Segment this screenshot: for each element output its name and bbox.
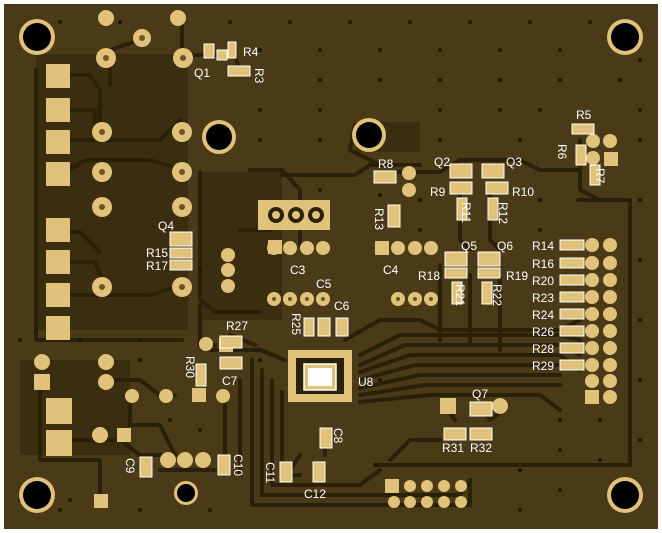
label-c8: C8	[331, 428, 345, 444]
label-r17: R17	[146, 259, 168, 273]
label-c11: C11	[263, 462, 277, 483]
mounting-holes	[19, 19, 643, 513]
ic-u8	[288, 350, 352, 402]
label-r10: R10	[512, 185, 534, 199]
label-r22: R22	[490, 284, 504, 306]
label-c3: C3	[290, 263, 306, 277]
traces	[34, 18, 632, 507]
label-r3: R3	[252, 68, 266, 84]
label-r28: R28	[532, 342, 554, 356]
label-c4: C4	[383, 263, 399, 277]
label-q4: Q4	[158, 219, 174, 233]
label-u8: U8	[358, 375, 374, 389]
label-q3: Q3	[506, 155, 522, 169]
label-r16: R16	[532, 257, 554, 271]
silk-labels: Q1 R4 R3 R5 R6 R7 R8 Q2 Q3 R9 R10 R11 R1…	[123, 45, 607, 501]
label-q6: Q6	[497, 239, 513, 253]
label-q1: Q1	[194, 66, 210, 80]
label-r27: R27	[226, 319, 248, 333]
label-r23: R23	[532, 291, 554, 305]
label-r14: R14	[532, 239, 554, 253]
label-r30: R30	[183, 356, 197, 378]
label-r26: R26	[532, 325, 554, 339]
label-r29: R29	[532, 359, 554, 373]
connector-3pin	[258, 200, 330, 230]
label-r7: R7	[593, 168, 607, 184]
label-c5: C5	[316, 277, 332, 291]
label-r31: R31	[442, 441, 464, 455]
label-c6: C6	[334, 299, 350, 313]
label-r8: R8	[378, 157, 394, 171]
label-r5: R5	[576, 108, 592, 122]
label-c12: C12	[304, 487, 326, 501]
label-r6: R6	[555, 144, 569, 160]
label-c10: C10	[231, 454, 245, 476]
label-q5: Q5	[461, 239, 477, 253]
label-r15: R15	[146, 246, 168, 260]
label-r25: R25	[289, 313, 303, 335]
square-pads	[34, 64, 618, 508]
label-r21: R21	[453, 284, 467, 306]
label-r13: R13	[372, 208, 386, 230]
label-r32: R32	[470, 441, 492, 455]
label-r19: R19	[506, 269, 528, 283]
smd-parts	[139, 41, 601, 483]
label-r18: R18	[418, 269, 440, 283]
label-c9: C9	[123, 458, 137, 474]
label-q2: Q2	[434, 155, 450, 169]
label-r12: R12	[496, 202, 510, 224]
label-r24: R24	[532, 308, 554, 322]
label-r20: R20	[532, 274, 554, 288]
label-c7: C7	[222, 374, 238, 388]
label-r4: R4	[243, 45, 259, 59]
label-r9: R9	[430, 185, 446, 199]
label-q7: Q7	[472, 387, 488, 401]
th-pad-holes	[99, 35, 433, 301]
label-r11: R11	[459, 202, 473, 223]
